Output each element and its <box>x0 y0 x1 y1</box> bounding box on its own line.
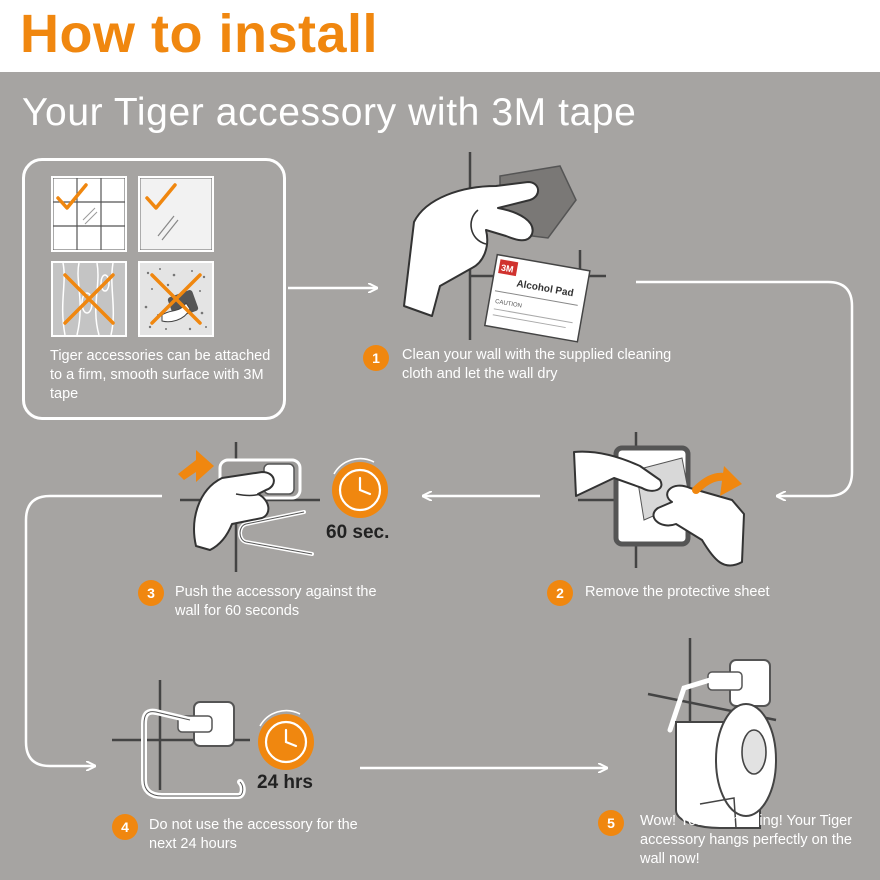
cross-icon <box>150 273 202 325</box>
alcohol-pad-brand: 3M <box>500 263 514 275</box>
page-subtitle: Your Tiger accessory with 3M tape <box>22 91 637 134</box>
flow-arrows <box>24 280 854 768</box>
step-1-illustration: 3M Alcohol Pad CAUTION <box>403 152 606 343</box>
step-2-text: Remove the protective sheet <box>585 584 770 600</box>
timer-24-label: 24 hrs <box>257 772 313 793</box>
check-icon <box>56 183 88 210</box>
alcohol-pad-caution: CAUTION <box>495 299 523 310</box>
surface-info-text: Tiger accessories can be attached to a f… <box>50 348 271 402</box>
timer-60-label: 60 sec. <box>326 522 390 543</box>
step-3-badge: 3 <box>138 580 164 606</box>
header-bar: How to install <box>0 0 880 72</box>
timer-60-icon <box>332 457 388 518</box>
step-5-text: Wow! You're amazing! Your Tiger accessor… <box>640 813 853 867</box>
step-1-text: Clean your wall with the supplied cleani… <box>402 347 672 382</box>
cross-icon <box>63 273 115 325</box>
surface-card <box>22 158 286 420</box>
timer-24-icon <box>258 709 314 770</box>
glass-tile <box>138 176 214 252</box>
step-4-badge: 4 <box>112 814 138 840</box>
step-4-illustration <box>112 680 250 799</box>
step-1-badge: 1 <box>363 345 389 371</box>
page-title: How to install <box>20 4 378 64</box>
wood-tile <box>51 261 127 337</box>
plaster-tile <box>138 261 214 337</box>
step-2-badge: 2 <box>547 580 573 606</box>
step-5-illustration <box>647 638 777 829</box>
step-5-badge: 5 <box>598 810 624 836</box>
step-3-illustration <box>178 442 320 572</box>
tiled-wall-tile <box>51 176 127 252</box>
check-icon <box>145 183 177 210</box>
step-2-illustration <box>573 432 745 568</box>
step-3-text: Push the accessory against the wall for … <box>175 584 377 619</box>
step-4-text: Do not use the accessory for the next 24… <box>149 817 358 852</box>
